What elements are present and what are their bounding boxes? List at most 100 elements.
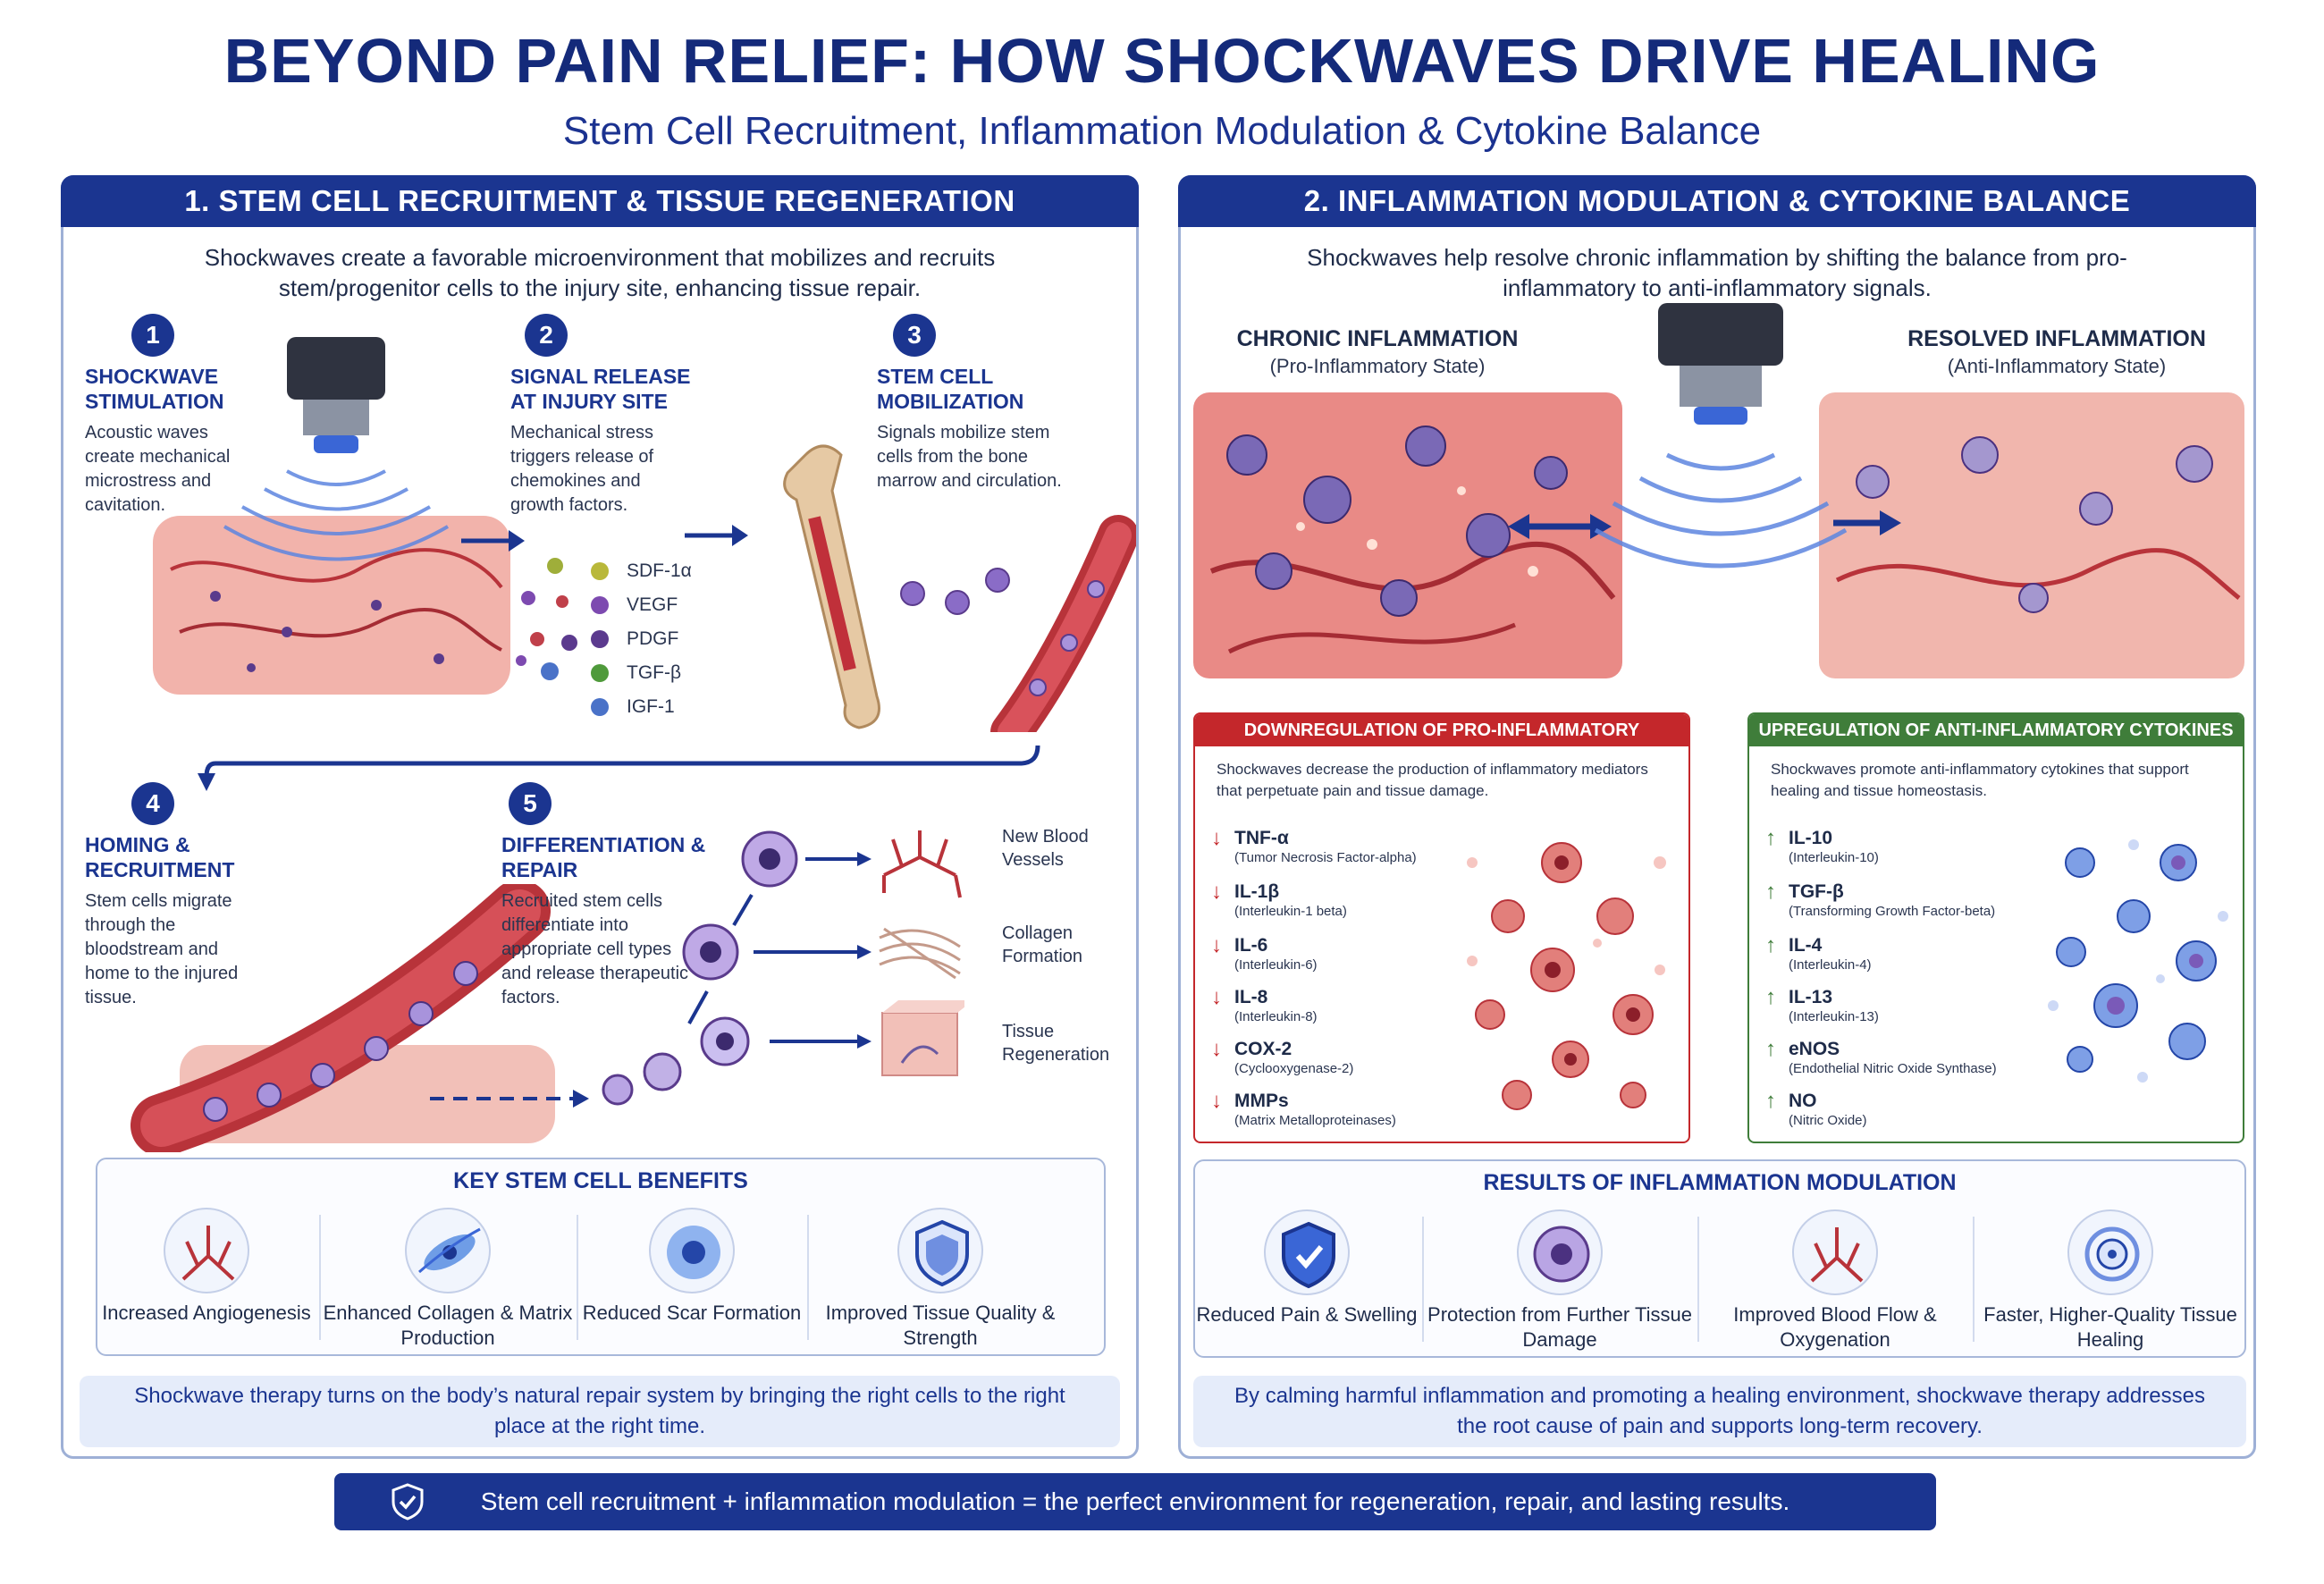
- tissue-icon: [2067, 1209, 2153, 1295]
- tissue-regeneration-icon: [881, 1000, 964, 1076]
- inflamed-tissue: [1193, 392, 1622, 678]
- inflammation-intro: Shockwaves help resolve chronic inflamma…: [1307, 244, 2127, 301]
- arrow-down-icon: ↓: [1211, 985, 1222, 1009]
- cytokine-full-name: (Nitric Oxide): [1789, 1113, 1867, 1128]
- outcome-icons: [879, 830, 964, 1076]
- cytokine-name: IL-6: [1234, 935, 1268, 956]
- page-title: BEYOND PAIN RELIEF: HOW SHOCKWAVES DRIVE…: [223, 26, 2101, 96]
- cytokine-full-name: (Transforming Growth Factor-beta): [1789, 904, 1996, 919]
- arrow-up-icon: ↑: [1765, 826, 1776, 850]
- anti-inflammatory-cells-illustration: [2048, 839, 2228, 1083]
- benefit-item: Enhanced Collagen & Matrix Production: [323, 1202, 573, 1354]
- blood-vessel-icon: [1792, 1209, 1878, 1295]
- step-1-title: SHOCKWAVE STIMULATION: [85, 365, 224, 413]
- arrow-down-icon: ↓: [1211, 880, 1222, 904]
- arrow-up-icon: ↑: [1765, 1089, 1776, 1113]
- upregulation-heading: UPREGULATION OF ANTI-INFLAMMATORY CYTOKI…: [1749, 714, 2243, 746]
- cytokine-name: IL-4: [1789, 935, 1823, 956]
- key-benefits-box: KEY STEM CELL BENEFITS Increased Angioge…: [96, 1158, 1106, 1356]
- step-1-text: Acoustic waves create mechanical microst…: [85, 423, 231, 515]
- cytokine-name: TGF-β: [1789, 881, 1844, 902]
- flow-arrow-1: [461, 530, 525, 552]
- arrow-down-icon: ↓: [1211, 1089, 1222, 1113]
- cell-icon: [1517, 1209, 1603, 1295]
- stem-cell-intro: Shockwaves create a favorable microenvir…: [204, 244, 996, 301]
- step-3-text: Signals mobilize stem cells from the bon…: [877, 423, 1062, 491]
- step-4-text: Stem cells migrate through the bloodstre…: [85, 891, 239, 1007]
- key-benefits-title: KEY STEM CELL BENEFITS: [453, 1168, 748, 1193]
- growth-factor-label: SDF-1α: [627, 560, 692, 581]
- growth-factor-dot: [591, 562, 609, 580]
- applicator-head: [287, 337, 385, 400]
- divider: [1697, 1217, 1699, 1342]
- step-3-title: STEM CELL MOBILIZATION: [877, 365, 1024, 413]
- cytokine-full-name: (Interleukin-10): [1789, 850, 1879, 865]
- step-2-title: SIGNAL RELEASE AT INJURY SITE: [510, 365, 691, 413]
- inflammation-panel: 2. INFLAMMATION MODULATION & CYTOKINE BA…: [1178, 175, 2256, 1459]
- growth-factor-dot: [591, 630, 609, 648]
- chronic-inflammation-title: CHRONIC INFLAMMATION: [1236, 326, 1519, 351]
- cytokine-full-name: (Interleukin-13): [1789, 1009, 1879, 1024]
- signal-molecule-cluster: [516, 558, 577, 680]
- step-5-text: Recruited stem cells differentiate into …: [501, 891, 689, 1007]
- benefit-label: Reduced Scar Formation: [582, 1302, 802, 1324]
- fibroblast-icon: [405, 1208, 491, 1293]
- stem-cell-panel: 1. STEM CELL RECRUITMENT & TISSUE REGENE…: [61, 175, 1139, 1459]
- cytokine-name: IL-1β: [1234, 881, 1280, 902]
- outcome-label: Tissue Regeneration: [1002, 1022, 1110, 1065]
- inflammation-panel-heading: 2. INFLAMMATION MODULATION & CYTOKINE BA…: [1178, 175, 2256, 227]
- arrow-up-icon: ↑: [1765, 985, 1776, 1009]
- cytokine-name: IL-10: [1789, 828, 1833, 848]
- healed-tissue: [1819, 392, 2244, 678]
- arrow-down-icon: ↓: [1211, 933, 1222, 957]
- benefit-item: Increased Angiogenesis: [97, 1202, 316, 1354]
- stem-cell-summary-note: Shockwave therapy turns on the body’s na…: [80, 1376, 1120, 1447]
- growth-factor-label: VEGF: [627, 594, 678, 615]
- cytokine-full-name: (Matrix Metalloproteinases): [1234, 1113, 1396, 1128]
- result-item: Protection from Further Tissue Damage: [1426, 1204, 1694, 1356]
- shield-icon: [897, 1208, 983, 1293]
- cytokine-name: COX-2: [1234, 1039, 1293, 1059]
- resolved-inflammation-title: RESOLVED INFLAMMATION: [1907, 326, 2206, 351]
- step-2-number: 2: [525, 314, 568, 357]
- collagen-icon: [879, 927, 961, 980]
- arrow-up-icon: ↑: [1765, 933, 1776, 957]
- step-5-title: DIFFERENTIATION & REPAIR: [501, 833, 706, 881]
- result-item: Reduced Pain & Swelling: [1195, 1204, 1419, 1356]
- divider: [1422, 1217, 1424, 1342]
- shockwave-stimulation-illustration: [153, 337, 510, 695]
- divider: [1973, 1217, 1975, 1342]
- upregulation-intro: Shockwaves promote anti-inflammatory cyt…: [1771, 761, 2189, 799]
- result-label: Reduced Pain & Swelling: [1196, 1303, 1418, 1326]
- result-label: Protection from Further Tissue Damage: [1427, 1303, 1692, 1351]
- cytokine-full-name: (Interleukin-8): [1234, 1009, 1318, 1024]
- arrow-up-icon: ↑: [1765, 880, 1776, 904]
- divider: [319, 1215, 321, 1340]
- cytokine-name: NO: [1789, 1091, 1817, 1111]
- growth-factor-label: TGF-β: [627, 662, 682, 683]
- applicator-head: [1658, 303, 1783, 366]
- homing-recruitment-illustration: [131, 884, 589, 1152]
- step-5-number: 5: [509, 782, 552, 825]
- cytokine-full-name: (Interleukin-1 beta): [1234, 904, 1347, 919]
- growth-factor-dot: [591, 664, 609, 682]
- skin-tissue: [153, 516, 510, 695]
- cytokine-full-name: (Interleukin-6): [1234, 957, 1318, 973]
- shockwave-waves: [1594, 452, 1848, 569]
- stem-cell-panel-heading: 1. STEM CELL RECRUITMENT & TISSUE REGENE…: [61, 175, 1139, 227]
- downregulation-heading: DOWNREGULATION OF PRO-INFLAMMATORY CYTOK…: [1195, 714, 1688, 772]
- cytokine-full-name: (Endothelial Nitric Oxide Synthase): [1789, 1061, 1997, 1076]
- cytokine-name: eNOS: [1789, 1039, 1840, 1059]
- inflammation-summary-note: By calming harmful inflammation and prom…: [1193, 1376, 2246, 1447]
- results-title: RESULTS OF INFLAMMATION MODULATION: [1483, 1170, 1957, 1195]
- shield-check-icon: [1264, 1209, 1350, 1295]
- new-blood-vessels-icon: [882, 830, 962, 898]
- cytokine-full-name: (Interleukin-4): [1789, 957, 1872, 973]
- outcome-label: New Blood Vessels: [1002, 827, 1089, 870]
- downregulation-box: DOWNREGULATION OF PRO-INFLAMMATORY CYTOK…: [1193, 712, 1690, 1143]
- growth-factor-dot: [591, 596, 609, 614]
- results-box: RESULTS OF INFLAMMATION MODULATION Reduc…: [1193, 1159, 2246, 1358]
- blood-vessel-icon: [164, 1208, 249, 1293]
- divider: [577, 1215, 578, 1340]
- result-item: Faster, Higher-Quality Tissue Healing: [1976, 1204, 2244, 1356]
